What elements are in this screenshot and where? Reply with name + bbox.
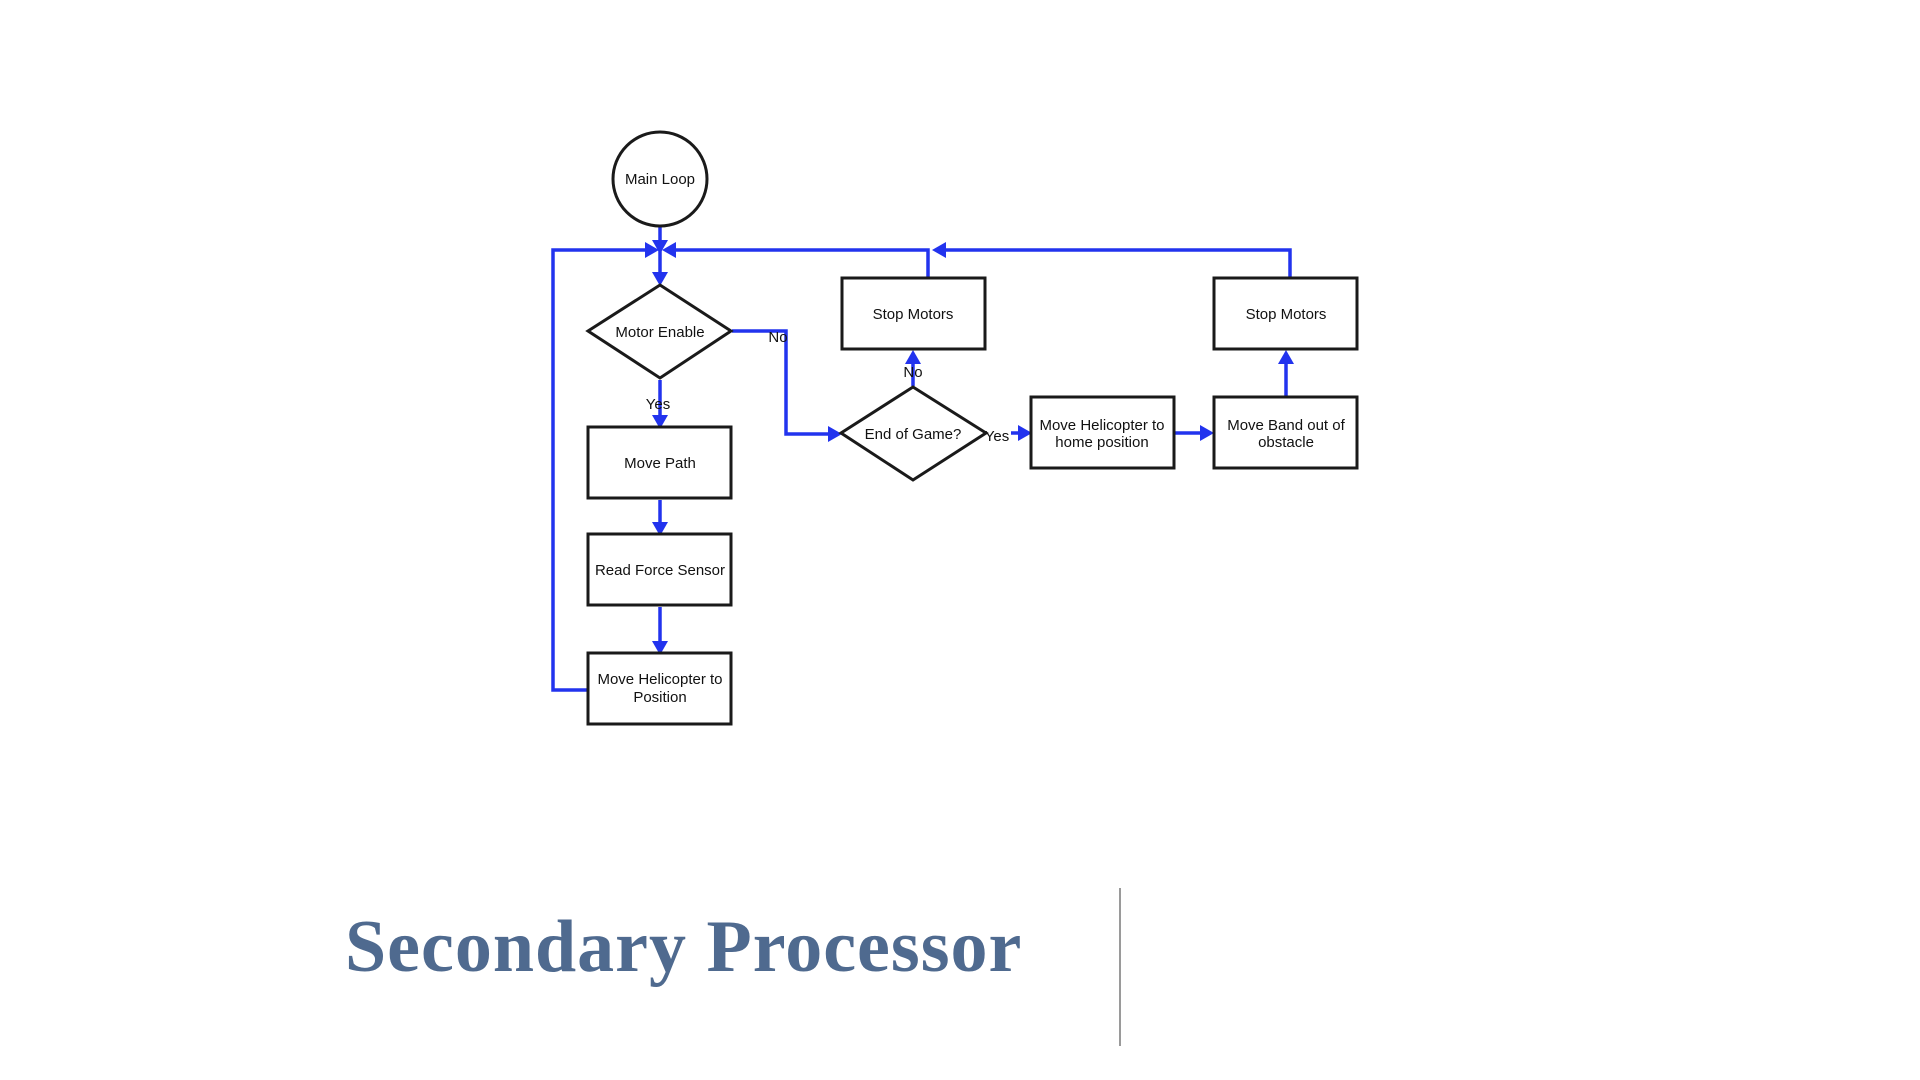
node-move-band-label-line1: Move Band out of bbox=[1227, 417, 1345, 434]
arrowhead bbox=[652, 415, 668, 429]
arrowhead bbox=[1278, 350, 1294, 364]
slide-title: Secondary Processor bbox=[345, 906, 1023, 988]
node-read-force-sensor-label: Read Force Sensor bbox=[595, 562, 725, 579]
node-end-of-game: End of Game? bbox=[838, 385, 989, 482]
node-stop-motors-1-label: Stop Motors bbox=[873, 306, 954, 323]
node-move-helicopter-position-label-line2: Position bbox=[633, 689, 686, 706]
node-move-band-label-line2: obstacle bbox=[1258, 434, 1314, 451]
edge-loop-back-left bbox=[551, 248, 654, 692]
edge-label-motor-enable-yes: Yes bbox=[646, 396, 670, 413]
node-move-band: Move Band out of obstacle bbox=[1212, 395, 1359, 470]
arrowhead bbox=[1200, 425, 1214, 441]
arrowhead bbox=[652, 641, 668, 655]
node-motor-enable-label: Motor Enable bbox=[615, 324, 704, 341]
edge-label-end-of-game-no: No bbox=[903, 364, 922, 381]
node-move-path: Move Path bbox=[586, 425, 733, 500]
node-main-loop-label: Main Loop bbox=[625, 171, 695, 188]
node-main-loop: Main Loop bbox=[611, 130, 709, 228]
edge-stop-motors-1-return bbox=[667, 248, 930, 278]
node-move-helicopter-home-label-line1: Move Helicopter to bbox=[1039, 417, 1164, 434]
arrowhead bbox=[652, 240, 668, 254]
arrowhead bbox=[645, 242, 659, 258]
node-stop-motors-2-label: Stop Motors bbox=[1246, 306, 1327, 323]
node-move-path-label: Move Path bbox=[624, 455, 696, 472]
node-move-helicopter-position: Move Helicopter to Position bbox=[586, 651, 733, 726]
node-stop-motors-2: Stop Motors bbox=[1212, 276, 1359, 351]
edge-label-motor-enable-no: No bbox=[768, 329, 787, 346]
arrowhead bbox=[662, 242, 676, 258]
edge-motor-enable-no bbox=[732, 329, 838, 436]
edge-stop-motors-2-return bbox=[937, 248, 1292, 278]
node-stop-motors-1: Stop Motors bbox=[840, 276, 987, 351]
edge-label-end-of-game-yes: Yes bbox=[985, 428, 1009, 445]
node-move-helicopter-home-label-line2: home position bbox=[1055, 434, 1148, 451]
arrowhead bbox=[828, 426, 842, 442]
arrowhead bbox=[932, 242, 946, 258]
node-read-force-sensor: Read Force Sensor bbox=[586, 532, 733, 607]
arrowhead bbox=[1018, 425, 1032, 441]
arrowhead bbox=[652, 522, 668, 536]
node-motor-enable: Motor Enable bbox=[585, 283, 734, 380]
node-move-helicopter-home: Move Helicopter to home position bbox=[1029, 395, 1176, 470]
title-divider bbox=[1119, 888, 1121, 1046]
arrowhead bbox=[905, 350, 921, 364]
node-move-helicopter-position-label-line1: Move Helicopter to bbox=[597, 671, 722, 688]
node-end-of-game-label: End of Game? bbox=[865, 426, 962, 443]
arrowhead bbox=[652, 272, 668, 286]
